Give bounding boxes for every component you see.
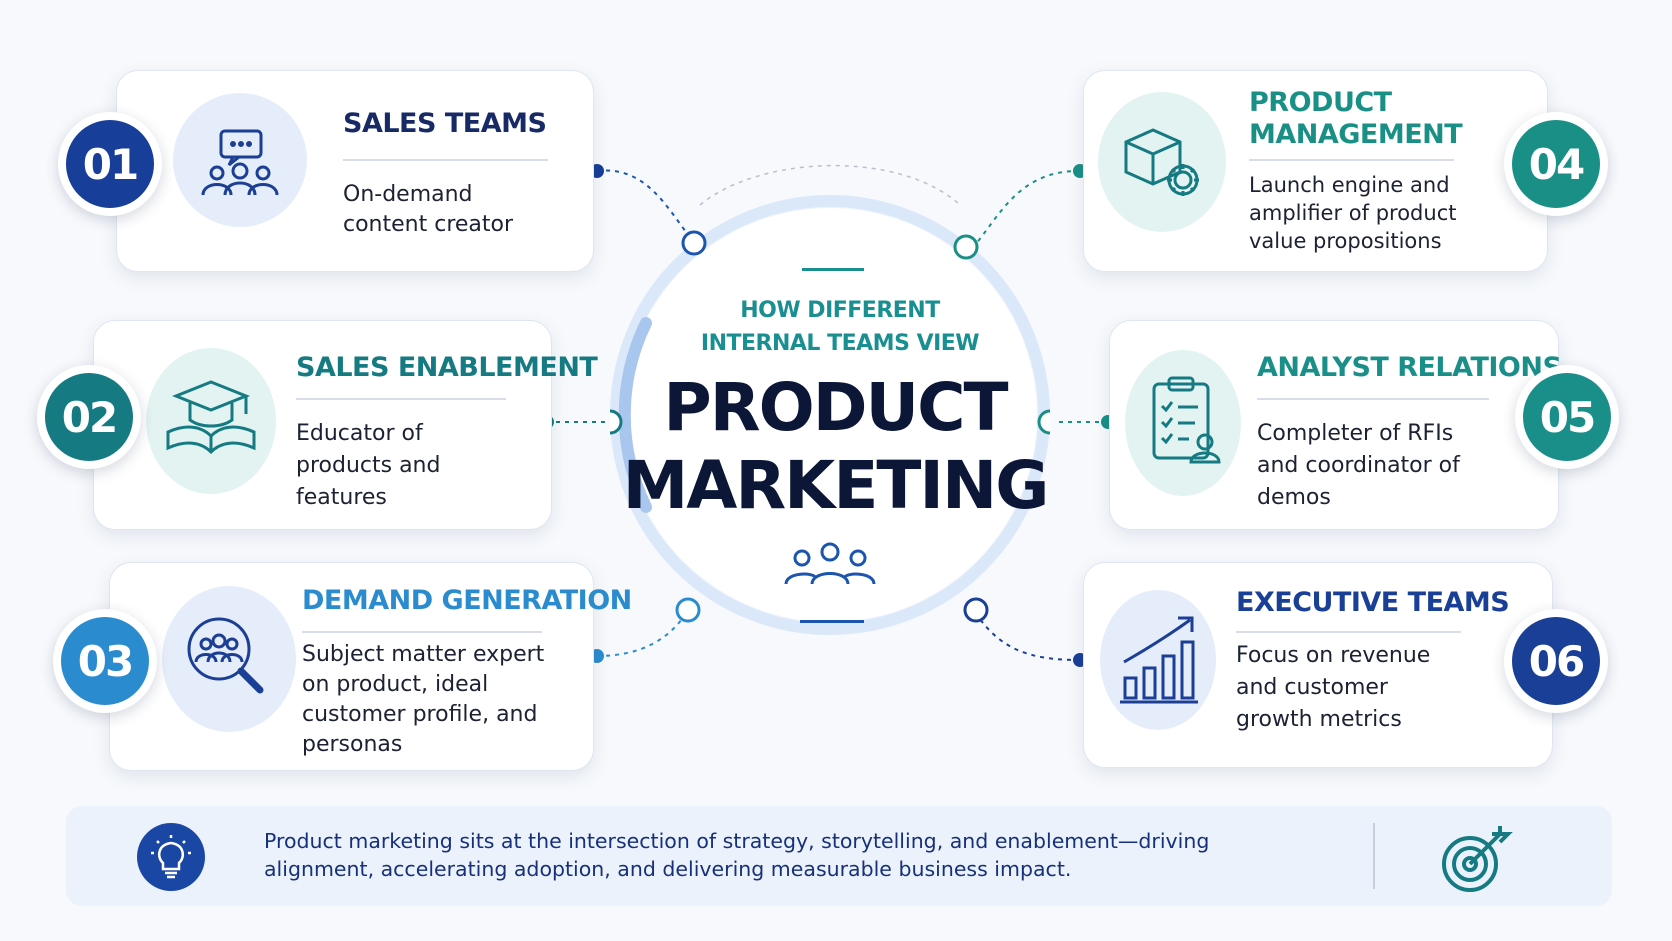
clipboard-checklist-icon <box>1125 350 1241 496</box>
footer-banner <box>66 806 1612 906</box>
badge-number: 05 <box>1523 373 1611 461</box>
card-title: ANALYST RELATIONS <box>1257 352 1562 383</box>
card-title: DEMAND GENERATION <box>302 585 632 616</box>
number-badge-05: 05 <box>1515 365 1619 469</box>
badge-number: 02 <box>45 373 133 461</box>
number-badge-04: 04 <box>1504 112 1608 216</box>
footer-divider <box>1373 823 1375 889</box>
card-divider <box>1249 159 1454 161</box>
badge-number: 03 <box>61 617 149 705</box>
hub-top-rule <box>802 268 864 271</box>
number-badge-03: 03 <box>53 609 157 713</box>
card-description: On-demand content creator <box>343 182 514 237</box>
target-icon <box>1442 826 1513 892</box>
badge-number: 04 <box>1512 120 1600 208</box>
box-gear-icon <box>1098 92 1226 232</box>
card-divider <box>302 631 542 633</box>
card-title: SALES TEAMS <box>343 108 547 139</box>
lightbulb-icon <box>137 823 205 891</box>
footer-text: Product marketing sits at the intersecti… <box>264 829 1210 881</box>
growth-chart-icon <box>1100 590 1216 730</box>
number-badge-02: 02 <box>37 365 141 469</box>
people-group-icon <box>784 542 876 585</box>
search-people-icon <box>162 586 296 732</box>
number-badge-01: 01 <box>58 112 162 216</box>
card-title: PRODUCT MANAGEMENT <box>1249 87 1463 150</box>
hub-title-line2: MARKETING <box>622 447 1050 524</box>
badge-number: 06 <box>1512 617 1600 705</box>
card-divider <box>343 159 548 161</box>
card-divider <box>1257 398 1489 400</box>
number-badge-06: 06 <box>1504 609 1608 713</box>
card-title: SALES ENABLEMENT <box>296 352 598 383</box>
card-description: Educator of products and features <box>296 421 441 510</box>
chat-group-icon <box>173 93 307 227</box>
card-divider <box>296 398 506 400</box>
card-description: Focus on revenue and customer growth met… <box>1236 643 1431 732</box>
hub-title-line1: PRODUCT <box>663 369 1008 446</box>
card-title: EXECUTIVE TEAMS <box>1236 587 1510 618</box>
graduation-book-icon <box>146 348 276 494</box>
card-description: Completer of RFIs and coordinator of dem… <box>1257 421 1460 510</box>
hub-bottom-rule <box>800 620 864 623</box>
hub-subtitle: HOW DIFFERENT INTERNAL TEAMS VIEW <box>700 298 980 356</box>
hub-ring-accent <box>610 230 1050 623</box>
card-description: Subject matter expert on product, ideal … <box>302 642 545 757</box>
card-description: Launch engine and amplifier of product v… <box>1249 173 1457 253</box>
card-divider <box>1236 631 1461 633</box>
badge-number: 01 <box>66 120 154 208</box>
